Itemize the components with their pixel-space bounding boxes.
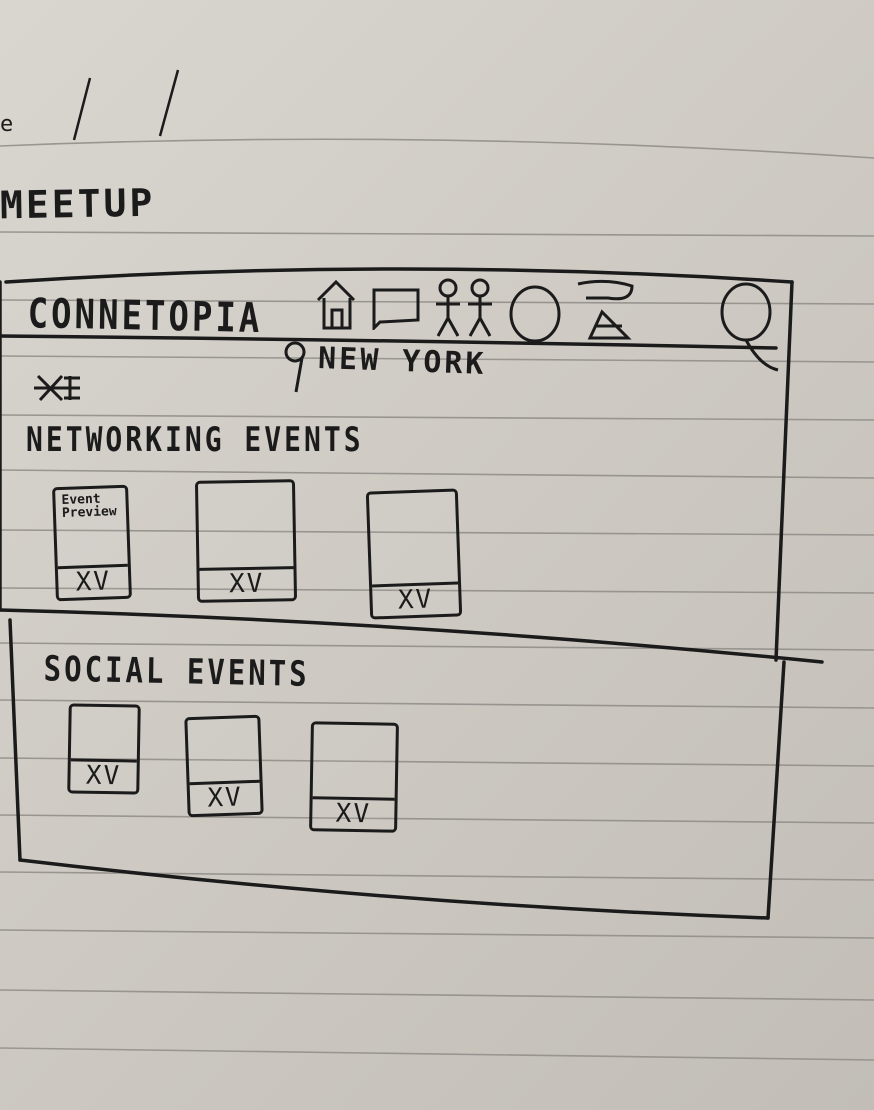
page-title: MEETUP	[0, 180, 156, 228]
event-card[interactable]: Event Preview XV	[52, 484, 132, 602]
card-actions[interactable]: XV	[85, 760, 122, 792]
location-text[interactable]: NEW YORK	[317, 341, 488, 382]
calendar-icon[interactable]	[572, 276, 638, 346]
card-actions[interactable]: XV	[335, 798, 372, 830]
card-actions[interactable]: XV	[228, 568, 265, 600]
people-icon[interactable]	[428, 276, 504, 340]
card-actions[interactable]: XV	[206, 782, 244, 814]
event-card-text	[78, 711, 146, 712]
card-actions[interactable]: XV	[397, 584, 434, 616]
event-card-text	[204, 487, 272, 488]
event-card[interactable]: XV	[365, 488, 463, 620]
event-card-text	[375, 496, 443, 498]
page-corner-letter: e	[0, 112, 14, 137]
event-card[interactable]: XV	[67, 703, 141, 795]
crossed-out-mark	[34, 374, 80, 402]
card-actions[interactable]: XV	[75, 566, 112, 598]
chat-icon[interactable]	[368, 284, 424, 330]
event-card-text: Event Preview	[61, 491, 117, 522]
search-icon[interactable]	[716, 278, 782, 374]
section-heading-networking: NETWORKING EVENTS	[26, 420, 364, 460]
event-card[interactable]: XV	[184, 714, 264, 818]
app-brand[interactable]: CONNETOPIA	[27, 290, 263, 343]
section-heading-social: SOCIAL EVENTS	[43, 648, 310, 695]
event-card[interactable]: XV	[309, 721, 399, 833]
event-card-text	[194, 722, 262, 724]
home-icon[interactable]	[314, 278, 358, 332]
event-card-text	[320, 728, 388, 729]
notifications-icon[interactable]	[506, 282, 564, 344]
location-pin-icon	[284, 341, 306, 393]
event-card[interactable]: XV	[194, 479, 298, 603]
